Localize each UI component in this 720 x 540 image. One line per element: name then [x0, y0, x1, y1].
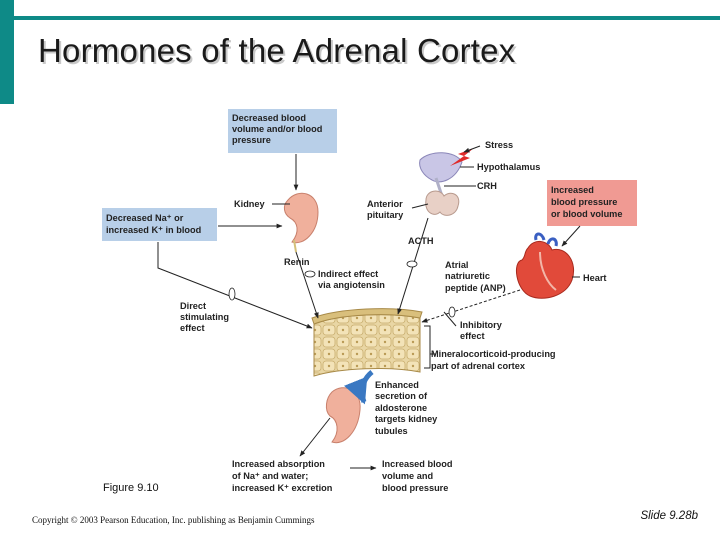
figure-caption: Figure 9.10 [103, 482, 159, 494]
blood-volume-box [228, 109, 337, 153]
anp-minus [448, 306, 456, 318]
mineral-line-1: Mineralocorticoid-producing [431, 349, 556, 359]
arrow-bp-to-heart [561, 225, 581, 247]
direct-line-1: Direct [180, 301, 206, 311]
arrow-anp-to-cortex [421, 289, 521, 323]
kidney-top-icon [283, 192, 319, 253]
pituitary-line-2: pituitary [367, 210, 404, 220]
blood-box-line-1: Decreased blood [232, 113, 306, 123]
na-box-line-2: increased K⁺ in blood [106, 225, 201, 235]
heart-icon [515, 232, 574, 299]
direct-line-2: stimulating [180, 312, 229, 322]
enhanced-line-4: targets kidney [375, 414, 438, 424]
anp-line-2: natriuretic [445, 271, 490, 281]
enhanced-line-1: Enhanced [375, 380, 419, 390]
slide-title: Hormones of the Adrenal Cortex [38, 32, 516, 69]
direct-effect-plus [228, 287, 236, 301]
copyright-notice: Copyright © 2003 Pearson Education, Inc.… [32, 515, 315, 525]
arrow-na-to-cortex [157, 242, 313, 329]
direct-line-3: effect [180, 323, 205, 333]
arrow-renin-to-cortex [295, 251, 319, 319]
renin-label: Renin [284, 257, 310, 267]
adrenal-cortex-icon [311, 308, 423, 377]
enhanced-line-5: tubules [375, 426, 408, 436]
absorption-line-3: increased K⁺ excretion [232, 483, 333, 493]
leader-inhibitory [443, 311, 457, 327]
na-k-box [102, 208, 217, 241]
na-box-line-1: Decreased Na⁺ or [106, 213, 184, 223]
slide-number: Slide 9.28b [640, 510, 698, 522]
anp-line-1: Atrial [445, 260, 469, 270]
heart-label: Heart [583, 273, 607, 283]
blood-box-line-3: pressure [232, 135, 271, 145]
bracket-mineralocorticoid [424, 325, 431, 369]
indirect-line-2: via angiotensin [318, 280, 385, 290]
hypothalamus-pituitary-icon [419, 152, 463, 216]
stress-label: Stress [485, 140, 513, 150]
inhibitory-line-2: effect [460, 331, 485, 341]
mineral-line-2: part of adrenal cortex [431, 361, 526, 371]
stress-lightning-icon [450, 148, 474, 166]
absorption-line-2: of Na⁺ and water; [232, 471, 308, 481]
increased-bp-box [547, 180, 637, 226]
volume-line-1: Increased blood [382, 459, 452, 469]
volume-line-2: volume and [382, 471, 433, 481]
accent-top-rule [14, 16, 720, 20]
arrow-stress-to-hypothalamus [463, 145, 481, 153]
indirect-effect-plus [304, 270, 316, 278]
leader-pituitary [411, 203, 429, 209]
volume-line-3: blood pressure [382, 483, 448, 493]
accent-side-bar [0, 0, 14, 104]
indirect-line-1: Indirect effect [318, 269, 378, 279]
aldosterone-blue-arrow [344, 370, 374, 405]
inhibitory-line-1: Inhibitory [460, 320, 503, 330]
acth-plus [406, 260, 418, 268]
bp-box-line-1: Increased [551, 185, 594, 195]
anp-line-3: peptide (ANP) [445, 283, 506, 293]
pituitary-line-1: Anterior [367, 199, 403, 209]
enhanced-line-3: aldosterone [375, 403, 427, 413]
enhanced-line-2: secretion of [375, 391, 428, 401]
crh-label: CRH [477, 181, 497, 191]
absorption-line-1: Increased absorption [232, 459, 325, 469]
arrow-kidney-to-absorption [299, 417, 331, 457]
bp-box-line-3: or blood volume [551, 209, 622, 219]
hypothalamus-label: Hypothalamus [477, 162, 540, 172]
kidney-bottom-icon [325, 387, 361, 444]
kidney-label: Kidney [234, 199, 266, 209]
bp-box-line-2: blood pressure [551, 197, 617, 207]
blood-box-line-2: volume and/or blood [232, 124, 322, 134]
acth-label: ACTH [408, 236, 434, 246]
